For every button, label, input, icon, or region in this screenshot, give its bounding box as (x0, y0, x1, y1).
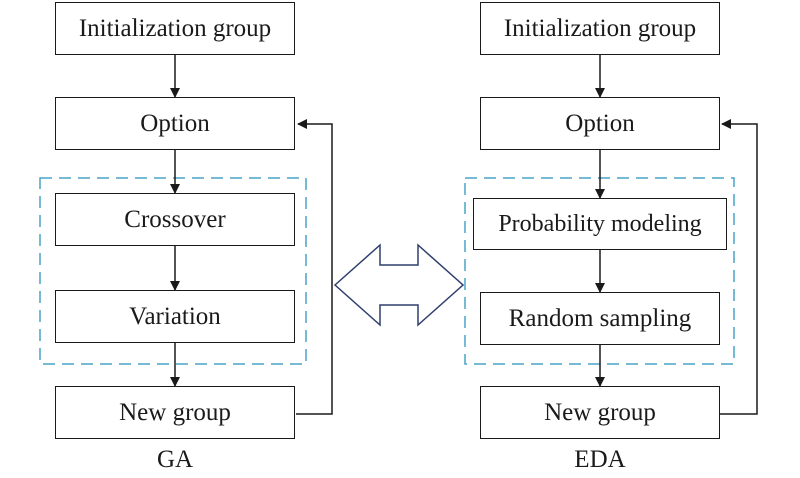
ga-variation-box: Variation (55, 290, 295, 343)
ga-option-box: Option (55, 97, 295, 150)
eda-option-box: Option (480, 97, 720, 150)
double-headed-arrow-icon (333, 243, 465, 327)
ga-new-group-box: New group (55, 386, 295, 439)
eda-random-sampling-box: Random sampling (480, 292, 720, 345)
ga-feedback-loop (296, 119, 333, 415)
ga-crossover-box: Crossover (55, 193, 295, 246)
eda-caption: EDA (574, 446, 626, 473)
ga-initialization-box: Initialization group (55, 2, 295, 55)
eda-feedback-loop (720, 119, 758, 415)
eda-initialization-box: Initialization group (480, 2, 720, 55)
ga-caption: GA (156, 446, 194, 473)
eda-new-group-box: New group (480, 386, 720, 439)
eda-probability-modeling-box: Probability modeling (473, 198, 727, 250)
ga-dashed-group (39, 177, 307, 365)
